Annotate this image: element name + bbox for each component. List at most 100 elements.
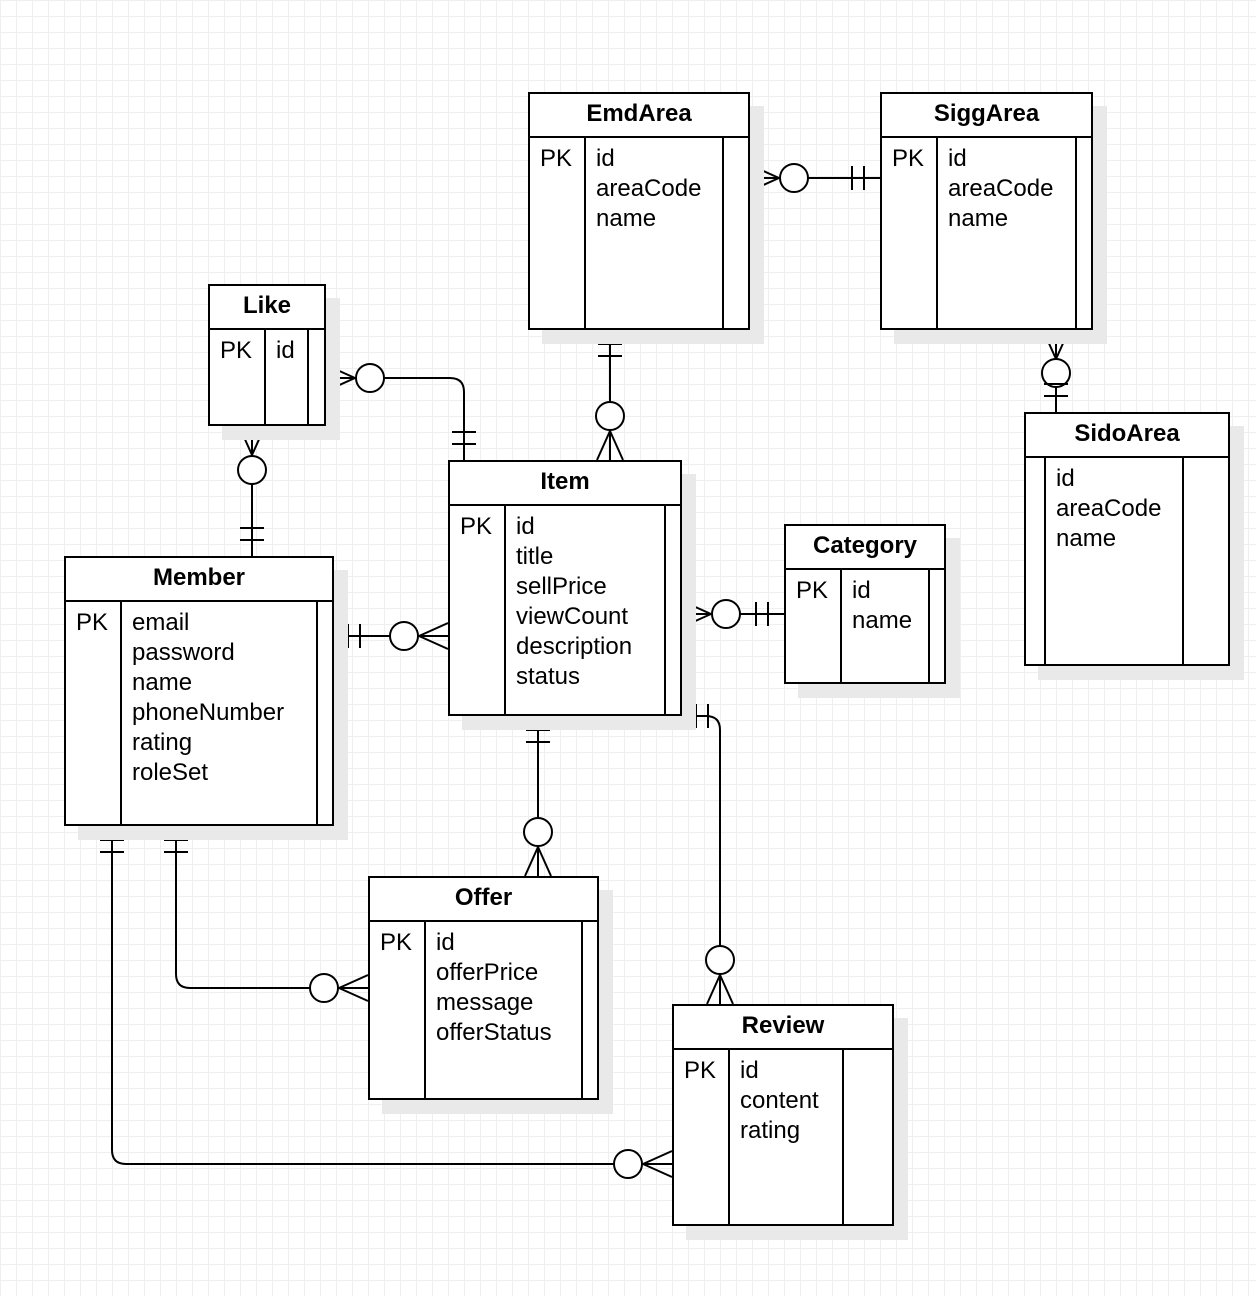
key-divider — [728, 1050, 730, 1224]
entity-title: EmdArea — [530, 94, 748, 138]
relationship-item-offer — [523, 716, 553, 877]
field-list: email password name phoneNumber rating r… — [132, 608, 284, 788]
field-name: name — [1056, 525, 1117, 552]
field-id: id — [948, 145, 967, 172]
field-content: content — [740, 1087, 819, 1114]
key-divider — [264, 330, 266, 424]
entity-box: Member PK email password name phoneNumbe… — [64, 556, 334, 826]
key-divider — [120, 602, 122, 824]
right-divider — [664, 506, 666, 714]
field-message: message — [436, 989, 534, 1016]
pk-label: PK — [796, 577, 829, 604]
field-list: id areaCode name — [948, 144, 1053, 234]
entity-box: Category PK id name — [784, 524, 946, 684]
field-list: id title sellPrice viewCount description… — [516, 512, 632, 692]
field-list: id areaCode name — [1056, 464, 1161, 554]
entity-box: Offer PK id offerPrice message offerStat… — [368, 876, 599, 1100]
entity-box: SiggArea PK id areaCode name — [880, 92, 1093, 330]
relationship-like-member — [237, 425, 267, 556]
field-areacode: areaCode — [1056, 495, 1162, 522]
right-divider — [307, 330, 309, 424]
entity-body: PK id title sellPrice viewCount descript… — [450, 506, 680, 714]
relationship-emdarea-item — [595, 330, 625, 461]
entity-item[interactable]: Item PK id title sellPrice viewCount des… — [448, 460, 696, 730]
field-id: id — [276, 337, 295, 364]
right-divider — [1182, 458, 1184, 664]
relationship-item-review — [682, 704, 735, 1005]
pk-label: PK — [76, 609, 109, 636]
entity-box: SidoArea id areaCode name — [1024, 412, 1230, 666]
entity-member[interactable]: Member PK email password name phoneNumbe… — [64, 556, 348, 840]
field-id: id — [740, 1057, 759, 1084]
entity-sidoarea[interactable]: SidoArea id areaCode name — [1024, 412, 1244, 680]
key-divider — [424, 922, 426, 1098]
key-divider — [504, 506, 506, 714]
right-divider — [842, 1050, 844, 1224]
entity-title: SiggArea — [882, 94, 1091, 138]
pk-label: PK — [220, 337, 253, 364]
right-divider — [581, 922, 583, 1098]
field-list: id — [276, 336, 295, 366]
entity-emdarea[interactable]: EmdArea PK id areaCode name — [528, 92, 764, 344]
field-name: name — [852, 607, 913, 634]
right-divider — [316, 602, 318, 824]
field-status: status — [516, 663, 581, 690]
entity-title: Like — [210, 286, 324, 330]
field-phonenumber: phoneNumber — [132, 699, 285, 726]
relationship-member-offer — [164, 826, 369, 1003]
entity-title: Item — [450, 462, 680, 506]
field-list: id offerPrice message offerStatus — [436, 928, 552, 1048]
key-divider — [584, 138, 586, 328]
entity-body: PK id areaCode name — [882, 138, 1091, 328]
field-areacode: areaCode — [596, 175, 702, 202]
entity-like[interactable]: Like PK id — [208, 284, 340, 440]
field-password: password — [132, 639, 235, 666]
field-rating: rating — [740, 1117, 801, 1144]
entity-title: Review — [674, 1006, 892, 1050]
entity-title: Offer — [370, 878, 597, 922]
entity-box: Item PK id title sellPrice viewCount des… — [448, 460, 682, 716]
entity-box: Review PK id content rating — [672, 1004, 894, 1226]
pk-label: PK — [460, 513, 493, 540]
entity-box: EmdArea PK id areaCode name — [528, 92, 750, 330]
field-name: name — [948, 205, 1009, 232]
entity-siggarea[interactable]: SiggArea PK id areaCode name — [880, 92, 1107, 344]
pk-label: PK — [892, 145, 925, 172]
field-list: id name — [852, 576, 912, 636]
key-divider — [1044, 458, 1046, 664]
entity-body: PK email password name phoneNumber ratin… — [66, 602, 332, 824]
pk-label: PK — [540, 145, 573, 172]
entity-offer[interactable]: Offer PK id offerPrice message offerStat… — [368, 876, 613, 1114]
relationship-member-item — [334, 621, 449, 651]
field-offerprice: offerPrice — [436, 959, 539, 986]
field-id: id — [1056, 465, 1075, 492]
field-sellprice: sellPrice — [516, 573, 607, 600]
field-name: name — [132, 669, 193, 696]
entity-review[interactable]: Review PK id content rating — [672, 1004, 908, 1240]
entity-body: PK id name — [786, 570, 944, 682]
right-divider — [1075, 138, 1077, 328]
entity-title: Category — [786, 526, 944, 570]
relationship-emdarea-siggarea — [749, 163, 880, 193]
field-description: description — [516, 633, 633, 660]
relationship-item-category — [681, 599, 784, 629]
field-name: name — [596, 205, 657, 232]
pk-label: PK — [684, 1057, 717, 1084]
relationship-like-item — [325, 363, 476, 460]
entity-category[interactable]: Category PK id name — [784, 524, 960, 698]
key-divider — [840, 570, 842, 682]
entity-box: Like PK id — [208, 284, 326, 426]
pk-label: PK — [380, 929, 413, 956]
field-id: id — [436, 929, 455, 956]
key-divider — [936, 138, 938, 328]
entity-title: Member — [66, 558, 332, 602]
entity-body: id areaCode name — [1026, 458, 1228, 664]
entity-body: PK id offerPrice message offerStatus — [370, 922, 597, 1098]
right-divider — [722, 138, 724, 328]
field-list: id areaCode name — [596, 144, 701, 234]
field-id: id — [852, 577, 871, 604]
field-title: title — [516, 543, 554, 570]
field-id: id — [516, 513, 535, 540]
relationship-member-review — [100, 826, 673, 1179]
